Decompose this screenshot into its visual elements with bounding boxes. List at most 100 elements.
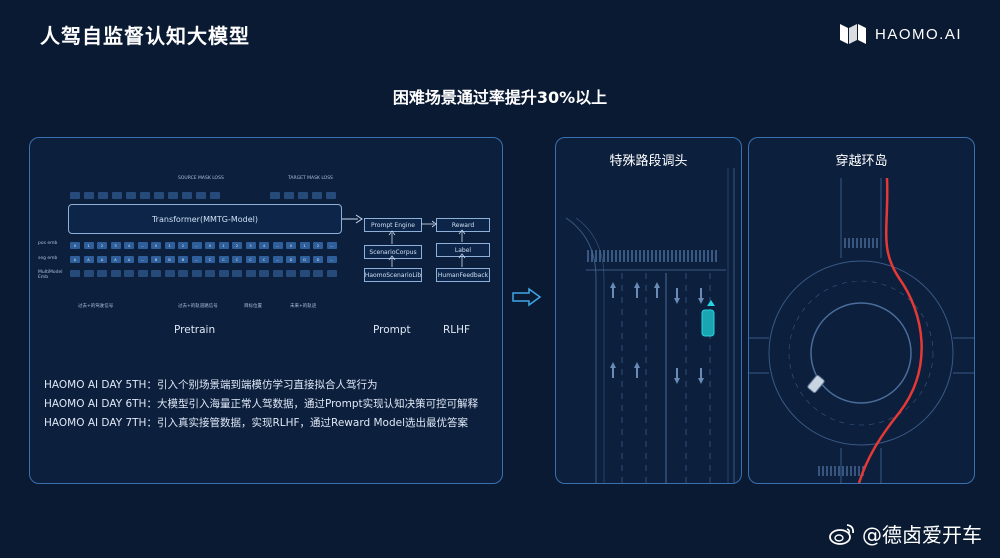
seg-token: A: [97, 256, 107, 263]
seg-token: B: [151, 256, 161, 263]
emb-token: [232, 270, 242, 277]
seg-token: C: [245, 256, 256, 263]
pos-token: 1: [218, 242, 229, 249]
source-mask-loss-label: SOURCE MASK LOSS: [178, 176, 224, 181]
weibo-watermark: @德卤爱开车: [828, 519, 982, 548]
caption-future-trajectory: 未来+的轨迹: [290, 304, 317, 309]
label-box: Label: [436, 243, 490, 257]
emb-token: [286, 270, 296, 277]
output-token: [196, 192, 206, 199]
emb-token: [110, 270, 121, 277]
caption-past-driving: 过去+的驾驶信号: [78, 304, 114, 309]
seg-token: D: [286, 256, 296, 263]
scenario-lib-box: HaomoScenarioLib: [364, 268, 422, 282]
haomo-logo: HAOMO.AI: [839, 22, 962, 46]
seg-token: C: [205, 256, 215, 263]
output-token: [98, 192, 108, 199]
right-arrow-icon: [512, 287, 542, 307]
pos-token: 1: [83, 242, 94, 249]
rlhf-label: RLHF: [443, 324, 471, 336]
prompt-engine-box: Prompt Engine: [364, 218, 422, 232]
pos-token: 2: [178, 242, 188, 249]
pos-emb-label: pos emb: [38, 241, 58, 246]
seg-token: B: [178, 256, 188, 263]
emb-token: [326, 270, 337, 277]
prompt-label: Prompt: [373, 324, 411, 336]
pos-token: 0: [151, 242, 161, 249]
scenario-corpus-label: ScenarioCorpus: [369, 248, 417, 256]
prompt-rlhf-arrows: [388, 220, 466, 267]
seg-token: D: [299, 256, 310, 263]
arrow-to-prompt: [342, 214, 363, 224]
pos-token: 0: [286, 242, 296, 249]
emb-token: [70, 270, 80, 277]
seg-token: …: [137, 256, 148, 263]
prompt-engine-label: Prompt Engine: [371, 221, 415, 229]
emb-token: [313, 270, 323, 277]
seg-token: A: [83, 256, 94, 263]
output-token: [140, 192, 150, 199]
pos-token: 1: [299, 242, 310, 249]
haomo-logo-icon: [839, 24, 866, 44]
human-feedback-label: HumanFeedback: [437, 271, 489, 279]
emb-token: [124, 270, 134, 277]
output-token: [326, 192, 336, 199]
seg-token: A: [70, 256, 80, 263]
emb-token: [83, 270, 94, 277]
output-token: [210, 192, 220, 199]
seg-token: A: [124, 256, 134, 263]
output-token: [270, 192, 280, 199]
pos-token: …: [191, 242, 202, 249]
pretrain-label: Pretrain: [174, 324, 216, 336]
scene-roundabout-title: 穿越环岛: [835, 154, 888, 169]
output-token: [84, 192, 94, 199]
multimodel-emb-label: MultiModel Emb: [38, 270, 63, 280]
pos-token: 4: [124, 242, 134, 249]
output-token: [70, 192, 80, 199]
seg-emb-label: seg emb: [38, 256, 58, 261]
emb-token: [259, 270, 269, 277]
seg-token: D: [313, 256, 323, 263]
pos-token: 3: [110, 242, 121, 249]
output-token: [168, 192, 178, 199]
pos-token: 3: [245, 242, 256, 249]
emb-token: [272, 270, 283, 277]
seg-token: …: [191, 256, 202, 263]
transformer-label: Transformer(MMTG-Model): [151, 214, 259, 224]
emb-token: [205, 270, 215, 277]
scene-uturn-panel: 特殊路段调头: [555, 137, 742, 484]
pos-token: …: [272, 242, 283, 249]
caption-target-position: 目标位置: [244, 304, 262, 309]
roundabout-road-map: [749, 177, 974, 483]
logo-text: HAOMO.AI: [874, 25, 962, 43]
weibo-icon: [829, 523, 855, 545]
emb-token: [178, 270, 188, 277]
seg-token: …: [272, 256, 283, 263]
output-token: [112, 192, 122, 199]
seg-token: A: [110, 256, 121, 263]
ego-vehicle-icon: [701, 300, 715, 337]
caption-past-road: 过去+的轨道路信号: [178, 304, 218, 309]
transformer-block: Transformer(MMTG-Model): [68, 204, 342, 234]
seg-token: C: [259, 256, 269, 263]
output-token: [182, 192, 192, 199]
seg-token: C: [218, 256, 229, 263]
pos-token: …: [326, 242, 337, 249]
seg-token: C: [232, 256, 242, 263]
emb-token: [299, 270, 310, 277]
emb-token: [245, 270, 256, 277]
page-title: 人驾自监督认知大模型: [40, 24, 250, 48]
seg-token: B: [164, 256, 175, 263]
emb-token: [218, 270, 229, 277]
output-token: [298, 192, 308, 199]
output-token: [284, 192, 294, 199]
label-label: Label: [454, 246, 472, 254]
note-day7: HAOMO AI DAY 7TH：引入真实接管数据，实现RLHF，通过Rewar…: [44, 417, 468, 429]
pos-token: …: [137, 242, 148, 249]
scenario-corpus-box: ScenarioCorpus: [364, 245, 422, 259]
reward-label: Reward: [451, 221, 475, 229]
pos-token: 2: [313, 242, 323, 249]
note-day6: HAOMO AI DAY 6TH：大模型引入海量正常人驾数据，通过Prompt实…: [44, 398, 479, 410]
scenario-lib-label: HaomoScenarioLib: [364, 271, 422, 279]
other-vehicle-icon: [807, 374, 825, 394]
